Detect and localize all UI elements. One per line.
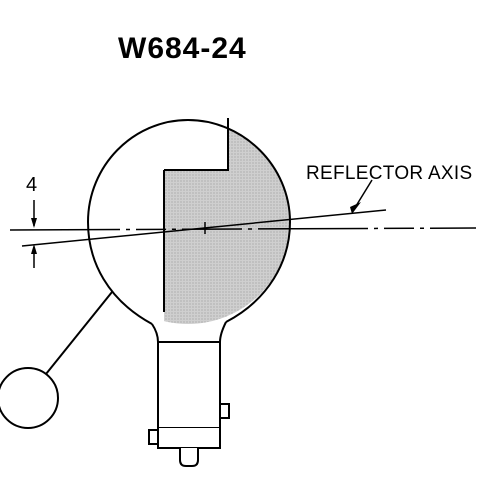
- axis-leader-arrowhead: [350, 202, 361, 214]
- reflector-axis-label: REFLECTOR AXIS: [306, 163, 473, 184]
- reference-axis: [9, 227, 477, 231]
- diagram-title: W684-24: [118, 32, 247, 65]
- reflector-outline: [164, 118, 229, 171]
- bayonet-pin-right: [219, 403, 230, 419]
- bulb-neck: [151, 321, 227, 343]
- reflector-shading: [164, 120, 290, 324]
- bayonet-pin-left: [148, 429, 159, 445]
- base-bottom: [157, 428, 221, 449]
- detail-leader-line: [45, 291, 113, 375]
- angle-arrowhead-top: [31, 218, 37, 228]
- lamp-base: [157, 341, 221, 429]
- angle-label: 4: [26, 174, 38, 196]
- angle-arrowhead-bottom: [31, 244, 37, 254]
- axis-leader-line: [355, 179, 373, 207]
- reflector-axis-line: [21, 209, 387, 247]
- detail-callout-circle: [0, 367, 59, 429]
- contact-button: [179, 448, 199, 467]
- bulb-outline: [86, 118, 292, 325]
